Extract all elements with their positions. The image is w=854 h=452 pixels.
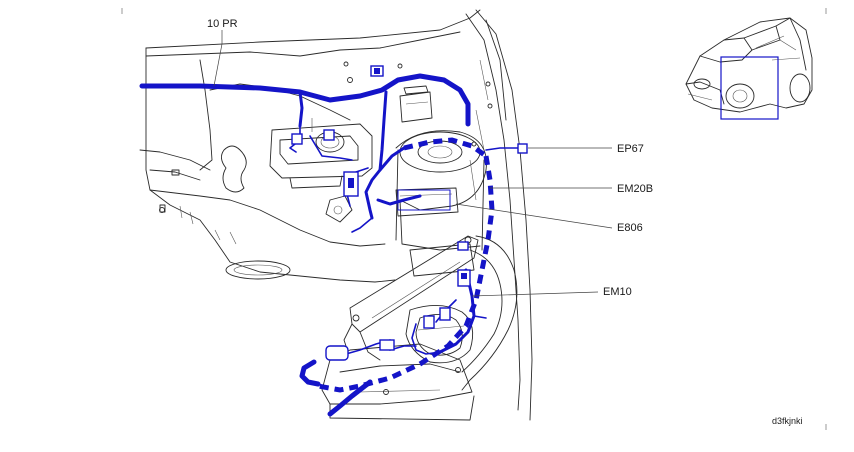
connector-headlamp-2 <box>439 307 451 321</box>
harness-dashed-wing <box>317 155 495 393</box>
leader-10pr <box>213 30 223 87</box>
connector-lower-left <box>325 345 349 361</box>
connector-headlamp-1 <box>423 315 435 329</box>
connector-e806 <box>457 241 469 251</box>
callout-leaders <box>213 30 613 297</box>
harness-main-run <box>139 73 471 127</box>
connector-em20b-box <box>397 189 451 211</box>
label-10pr: 10 PR <box>207 18 238 30</box>
harness-dashed-tower <box>403 137 488 159</box>
label-e806: E806 <box>617 222 643 234</box>
crop-marks <box>121 8 827 430</box>
label-ep67: EP67 <box>617 143 644 155</box>
label-em10: EM10 <box>603 286 632 298</box>
label-em20b: EM20B <box>617 183 653 195</box>
leader-e806 <box>455 203 613 229</box>
leader-em10 <box>471 291 599 297</box>
connector-reservoir-right <box>323 129 335 141</box>
locator-highlight-box <box>720 56 779 120</box>
callout-labels: 10 PR EP67 EM20B E806 EM10 d3fkjnki <box>207 18 803 426</box>
locator-car-thumbnail <box>685 17 813 120</box>
reference-code: d3fkjnki <box>772 416 803 426</box>
connector-lower-mid <box>379 339 395 351</box>
harness-connectors <box>291 65 528 361</box>
connector-reservoir-left <box>291 133 303 145</box>
harness-lower-tail <box>327 379 373 417</box>
connector-ep67 <box>517 143 528 154</box>
wiring-harness <box>139 73 521 417</box>
